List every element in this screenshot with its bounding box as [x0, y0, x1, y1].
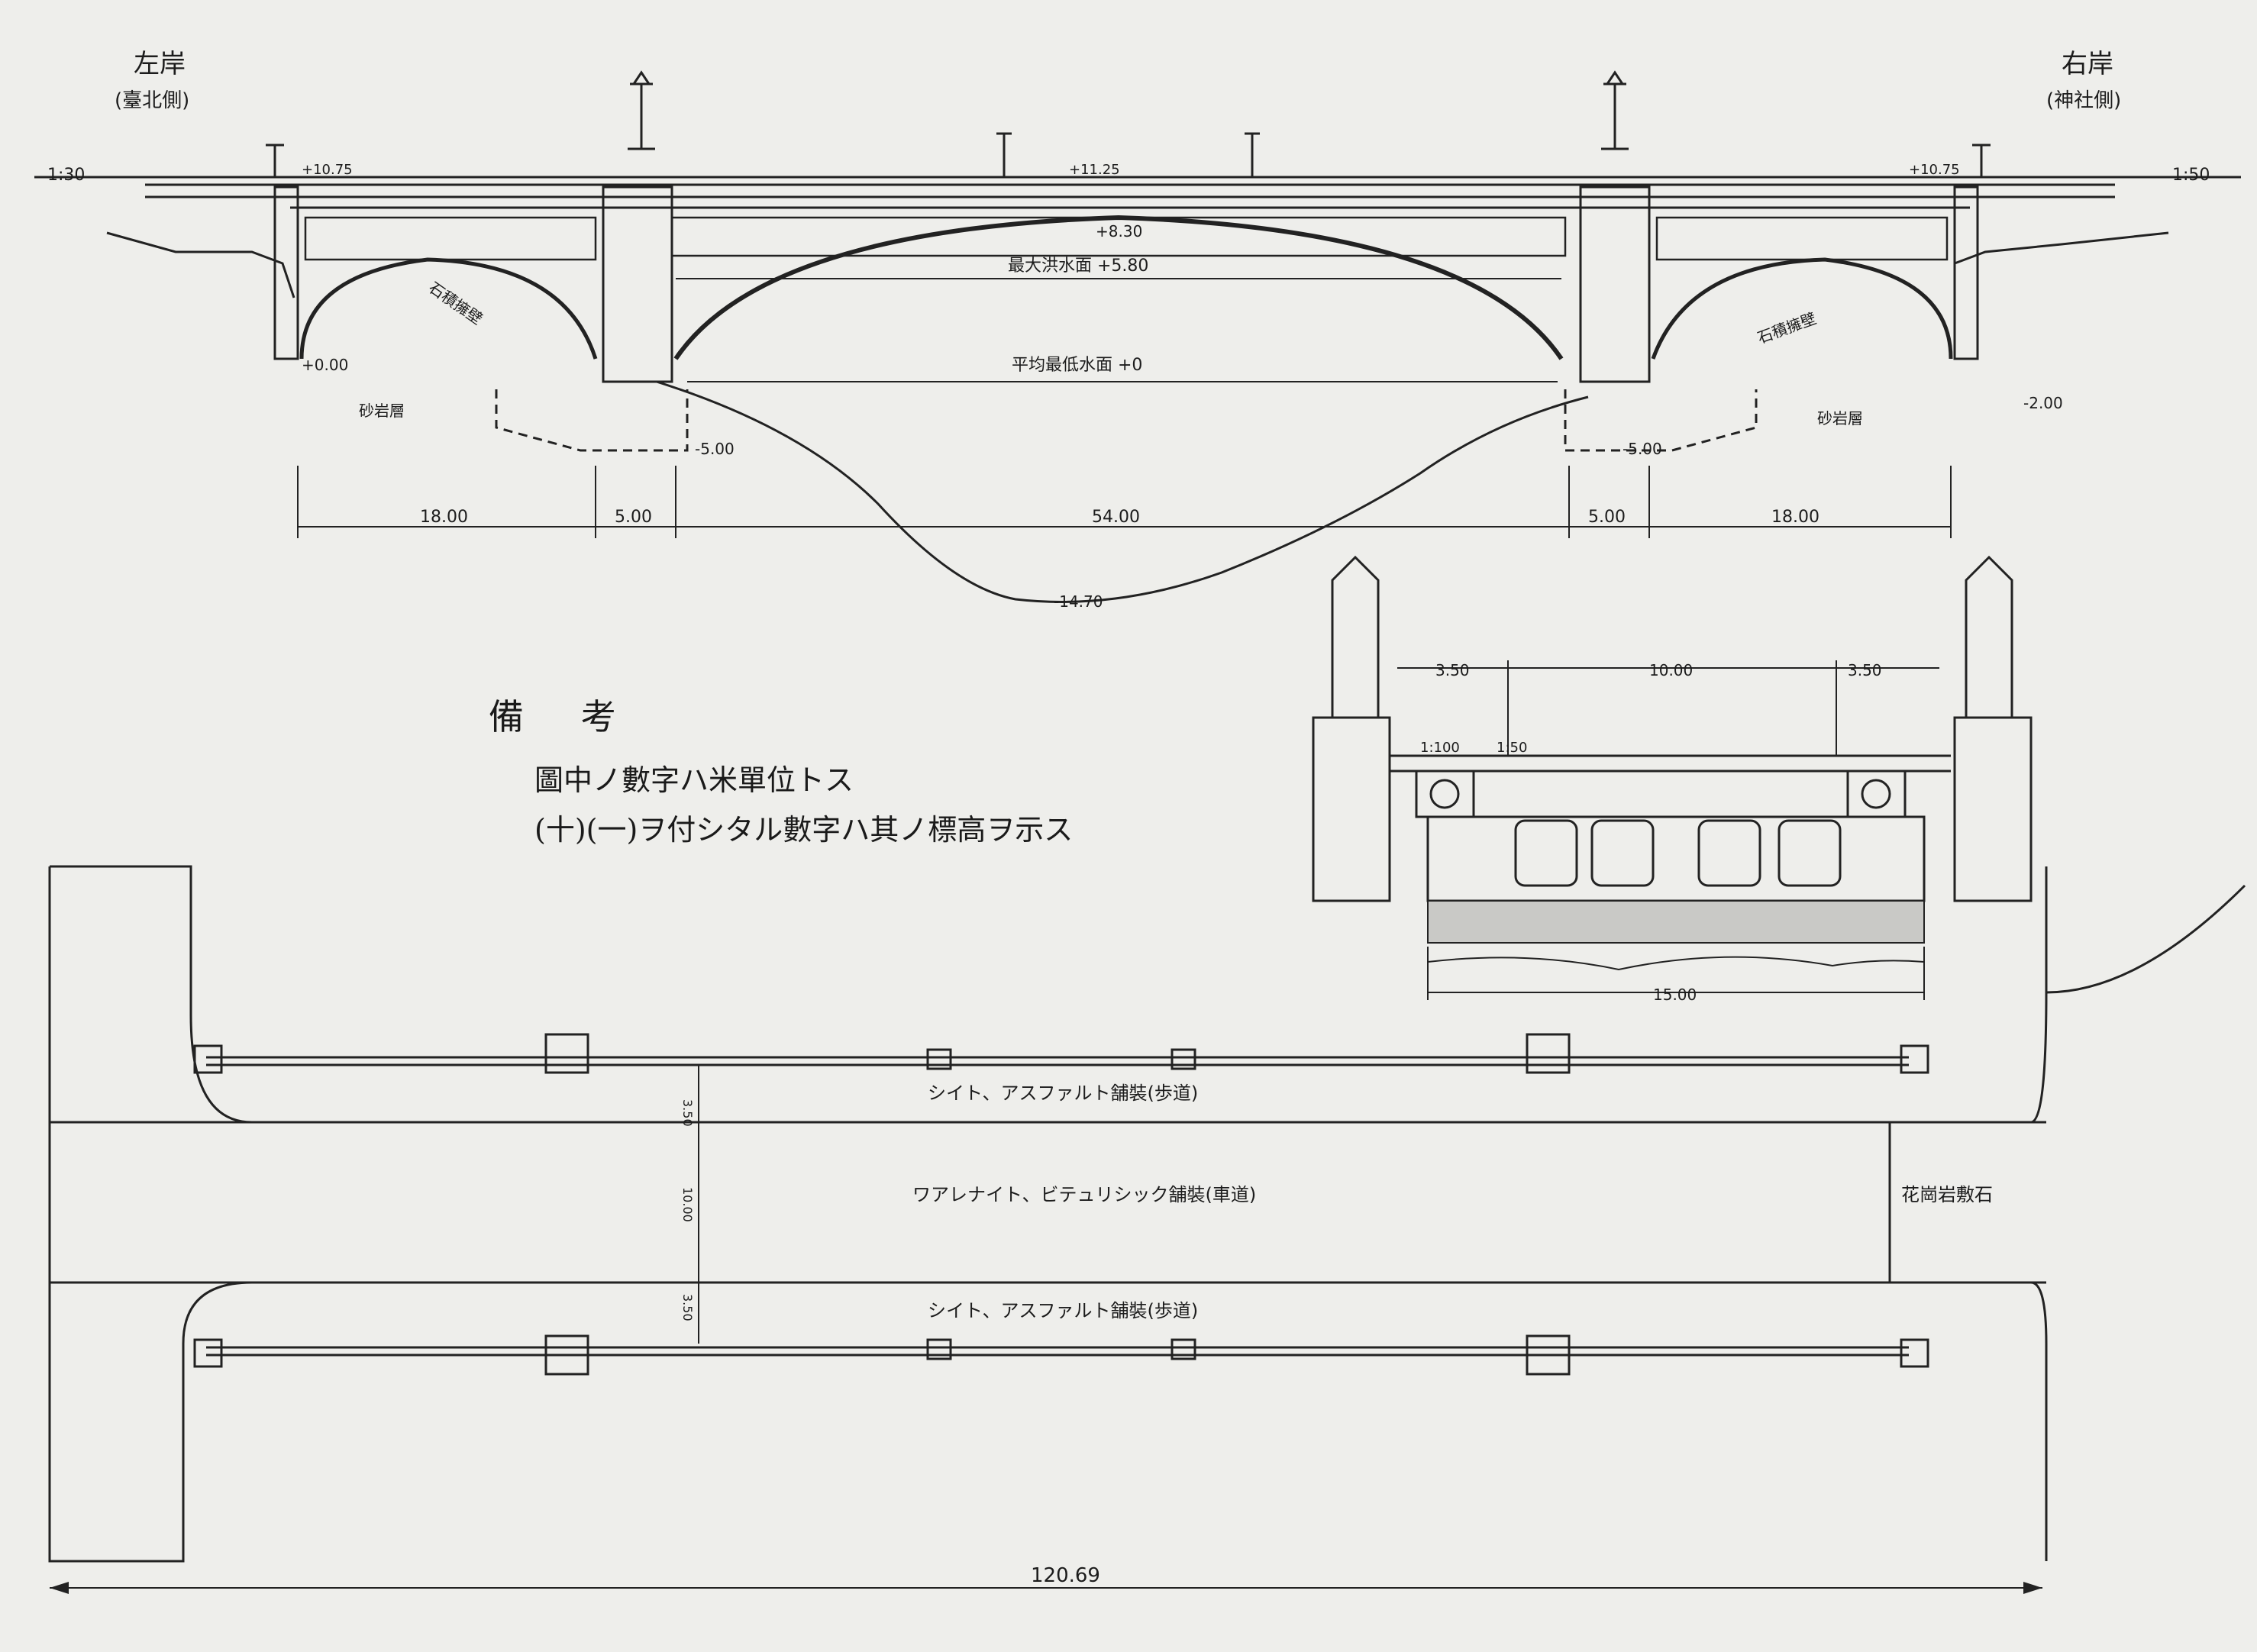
- dim-left-pier: 5.00: [615, 508, 652, 527]
- section-dimension-lines: [1397, 660, 1939, 1000]
- right-pier: [1579, 186, 1651, 383]
- dim-left-span: 18.00: [420, 508, 468, 527]
- left-section-post: [1312, 716, 1391, 902]
- left-pier-depth: -5.00: [695, 440, 735, 458]
- right-minus2-level: -2.00: [2023, 394, 2063, 412]
- roadway-label: ワアレナイト、ビテュリシック舗裝(車道): [912, 1184, 1256, 1205]
- approach-curve: [2046, 884, 2246, 994]
- deck-left-level: +10.75: [302, 162, 353, 178]
- elevation-dimension-line: [297, 466, 1952, 538]
- main-arch: [673, 215, 1564, 360]
- right-pier-depth: -5.00: [1623, 440, 1662, 458]
- left-bank-side-label: (臺北側): [115, 89, 189, 112]
- top-sidewalk-label: シイト、アスファルト舗裝(歩道): [928, 1083, 1198, 1104]
- right-abutment: [1953, 186, 1979, 360]
- left-zero-level: +0.00: [302, 356, 348, 374]
- mean-low-water-level: 平均最低水面 +0: [1012, 356, 1142, 375]
- right-lantern-tower: [1965, 555, 2013, 718]
- section-slope-center: 1:50: [1497, 740, 1527, 756]
- riverbed-profile: [656, 380, 1589, 603]
- remarks-line-2: (十)(一)ヲ付シタル數字ハ其ノ標高ヲ示ス: [534, 813, 1073, 847]
- remarks-block: 備 考 圖中ノ數字ハ米單位トス (十)(一)ヲ付シタル數字ハ其ノ標高ヲ示ス: [489, 696, 1073, 847]
- section-dim-bottom: 15.00: [1653, 986, 1697, 1004]
- plan-dim-c: 3.50: [680, 1294, 695, 1321]
- right-pier-foundation: [1564, 389, 1758, 452]
- plan-dim-a: 3.50: [680, 1099, 695, 1127]
- section-dim-left: 3.50: [1435, 661, 1470, 679]
- dim-right-pier: 5.00: [1588, 508, 1626, 527]
- arch-rib-band: [1427, 900, 1925, 944]
- total-length-label: 120.69: [1031, 1564, 1100, 1587]
- left-ground-line: [106, 231, 295, 298]
- plan-view: [48, 865, 2246, 1594]
- remarks-line-1: 圖中ノ數字ハ米單位トス: [534, 763, 854, 797]
- riverbed-level: -14.70: [1054, 592, 1103, 611]
- elevation-view: [34, 70, 2241, 603]
- cross-section-view: [1312, 555, 2033, 1000]
- section-slope-left: 1:100: [1420, 740, 1460, 756]
- right-side-arch: [1651, 257, 1953, 360]
- left-pier: [602, 186, 673, 383]
- plan-dim-b: 10.00: [680, 1187, 695, 1222]
- right-bank-label: 右岸: [2062, 49, 2113, 79]
- left-rock-label: 砂岩層: [359, 402, 405, 420]
- scale-left-label: 1:30: [47, 166, 85, 185]
- elevation-labels: 左岸 (臺北側) 右岸 (神社側) 1:30 1:50 +10.75 +11.2…: [47, 49, 2210, 611]
- lamp-posts: [266, 70, 1991, 177]
- remarks-heading: 備 考: [489, 696, 639, 737]
- bottom-sidewalk-label: シイト、アスファルト舗裝(歩道): [928, 1300, 1198, 1321]
- left-bank-label: 左岸: [134, 49, 186, 79]
- right-section-post: [1953, 716, 2033, 902]
- right-ground-line: [1954, 231, 2169, 265]
- plan-labels: シイト、アスファルト舗裝(歩道) ワアレナイト、ビテュリシック舗裝(車道) シイ…: [680, 1083, 1993, 1587]
- deck-right-level: +10.75: [1909, 162, 1960, 178]
- cross-section-labels: 3.50 10.00 3.50 1:100 1:50 15.00: [1420, 661, 1882, 1004]
- scale-right-label: 1:50: [2172, 166, 2210, 185]
- max-flood-level: 最大洪水面 +5.80: [1008, 257, 1148, 276]
- dim-main-span: 54.00: [1092, 508, 1140, 527]
- arch-crown-level: +8.30: [1096, 222, 1142, 240]
- left-side-arch: [299, 257, 598, 360]
- granite-paving-label: 花崗岩敷石: [1901, 1184, 1993, 1205]
- section-dim-right: 3.50: [1848, 661, 1882, 679]
- section-dim-center: 10.00: [1649, 661, 1693, 679]
- left-lantern-tower: [1331, 555, 1380, 718]
- right-bank-side-label: (神社側): [2046, 89, 2121, 112]
- railing-posts: [193, 1033, 1929, 1376]
- dim-right-span: 18.00: [1771, 508, 1819, 527]
- left-pier-foundation: [495, 389, 689, 452]
- deck-center-level: +11.25: [1069, 162, 1120, 178]
- right-rock-label: 砂岩層: [1817, 409, 1863, 428]
- left-abutment: [273, 186, 299, 360]
